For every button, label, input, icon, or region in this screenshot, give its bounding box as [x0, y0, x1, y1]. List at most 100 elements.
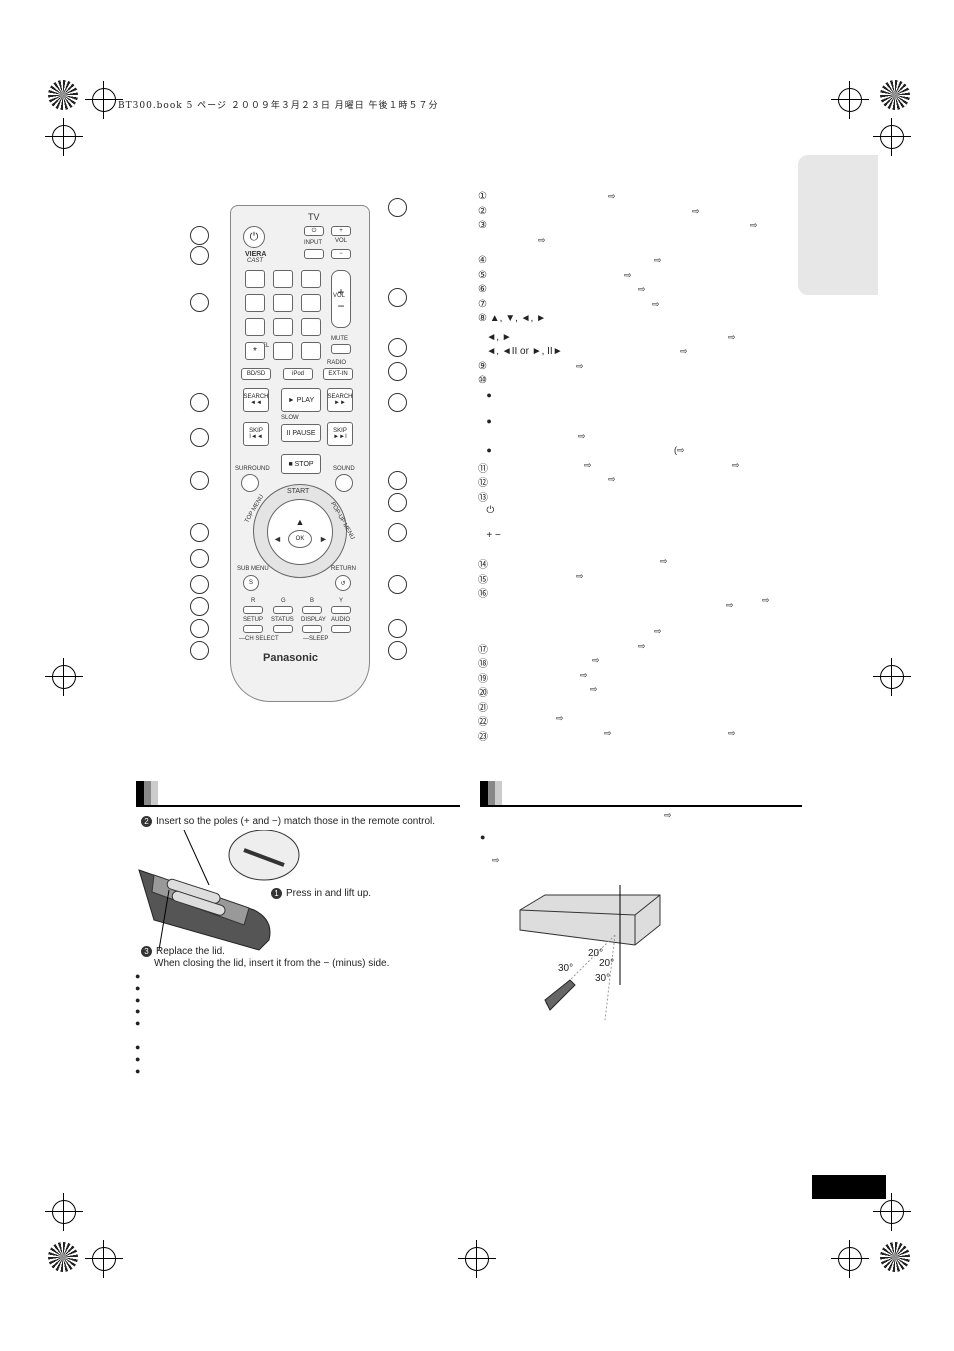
ext-in-button[interactable]: EXT-IN — [323, 368, 353, 380]
page-ref-arrow-icon: ⇨ — [728, 331, 736, 342]
pause-button[interactable]: II PAUSE — [281, 424, 321, 442]
list-item: ⑩ — [478, 375, 487, 386]
play-button[interactable]: ► PLAY — [281, 388, 321, 412]
side-tab — [798, 155, 878, 295]
sound-label: SOUND — [333, 466, 355, 472]
callout-circle — [388, 362, 407, 381]
crosshair-mark — [873, 658, 911, 696]
volume-rocker[interactable]: +− — [331, 270, 351, 328]
list-item: ⑪⇨⇨ — [478, 459, 740, 475]
b-label: B — [310, 598, 315, 604]
callout-circle — [388, 471, 407, 490]
button-reference-list: ①⇨ ②⇨ ③⇨ ⇨ ④⇨ ⑤⇨ ⑥⇨ ⑦⇨ ⑧ ▲, ▼, ◄, ► ◄, ►… — [478, 191, 798, 743]
tv-vol-down-button[interactable]: − — [331, 249, 351, 259]
callout-circle — [388, 619, 407, 638]
green-button[interactable] — [273, 606, 293, 614]
surround-label: SURROUND — [235, 466, 270, 472]
power-button[interactable]: ⏻ — [243, 226, 265, 248]
start-label: START — [287, 488, 310, 495]
number-button[interactable] — [273, 318, 293, 336]
list-item: ◄, ►⇨ — [486, 331, 736, 343]
list-item: ㉒⇨ — [478, 713, 564, 728]
audio-button[interactable] — [331, 625, 351, 633]
list-item: ⇨ — [478, 626, 798, 641]
callout-circle — [190, 619, 209, 638]
list-item: ⑱⇨ — [478, 655, 600, 670]
list-item: ②⇨ — [478, 205, 700, 217]
sleep-label: —SLEEP — [303, 636, 329, 642]
search-forward-button[interactable]: SEARCH►► — [327, 388, 353, 412]
page-number-box — [812, 1175, 886, 1199]
list-item: ● — [486, 416, 492, 426]
bd-sd-button[interactable]: BD/SD — [241, 368, 271, 380]
number-button[interactable] — [301, 342, 321, 360]
number-button[interactable] — [301, 270, 321, 288]
surround-button[interactable] — [241, 474, 259, 492]
ipod-button[interactable]: iPod — [283, 368, 313, 380]
viera-cast-label: CAST — [247, 258, 264, 264]
page-ref-arrow-icon: ⇨ — [762, 595, 770, 605]
page-ref-arrow-icon: ⇨ — [578, 430, 586, 441]
callout-circle — [388, 523, 407, 542]
crosshair-mark — [85, 1240, 123, 1278]
display-button[interactable] — [302, 625, 322, 633]
sub-menu-button[interactable]: S — [243, 575, 259, 591]
page-ref-arrow-icon: ⇨ — [492, 855, 500, 865]
page-ref-arrow-icon: ⇨ — [538, 234, 546, 245]
tv-label: TV — [308, 212, 320, 222]
callout-circle — [190, 226, 209, 245]
callout-circle — [388, 493, 407, 512]
status-button[interactable] — [273, 625, 293, 633]
stop-button[interactable]: ■ STOP — [281, 454, 321, 474]
operating-angle-illustration — [519, 885, 661, 1021]
list-item: ⇨ — [478, 600, 798, 615]
callout-circle — [388, 641, 407, 660]
yellow-button[interactable] — [331, 606, 351, 614]
number-button[interactable] — [245, 318, 265, 336]
number-button[interactable] — [273, 270, 293, 288]
callout-circle — [190, 641, 209, 660]
crosshair-mark — [45, 1193, 83, 1231]
list-item: ①⇨ — [478, 191, 616, 202]
tv-vol-label: VOL — [335, 238, 348, 244]
page-ref-arrow-icon: ⇨ — [732, 459, 740, 470]
mute-button[interactable] — [331, 344, 351, 354]
number-button[interactable] — [301, 294, 321, 312]
ok-button[interactable]: OK — [288, 530, 312, 548]
return-button[interactable]: ↺ — [335, 575, 351, 591]
red-button[interactable] — [243, 606, 263, 614]
input-button[interactable] — [304, 249, 324, 259]
tv-power-button[interactable]: ⏻ — [304, 226, 324, 236]
audio-label: AUDIO — [331, 617, 351, 623]
page-ref-arrow-icon: ⇨ — [664, 810, 672, 820]
number-button[interactable] — [245, 270, 265, 288]
registration-ring-top-right — [880, 80, 910, 110]
callout-circle — [190, 523, 209, 542]
page-ref-arrow-icon: ⇨ — [692, 205, 700, 216]
list-item: ⑲⇨ — [478, 669, 588, 685]
page-ref-arrow-icon: ⇨ — [728, 727, 736, 738]
number-button[interactable] — [273, 342, 293, 360]
crosshair-mark — [873, 118, 911, 156]
list-item: ● — [486, 389, 492, 400]
list-item: ⑬ — [478, 492, 488, 504]
r-label: R — [251, 598, 256, 604]
search-back-button[interactable]: SEARCH◄◄ — [243, 388, 269, 412]
number-button[interactable] — [301, 318, 321, 336]
number-button[interactable] — [273, 294, 293, 312]
cancel-button[interactable]: * — [245, 342, 265, 360]
skip-forward-button[interactable]: SKIP►►I — [327, 422, 353, 446]
page-ref-arrow-icon: ⇨ — [624, 269, 632, 280]
angle-label-30-left: 30° — [558, 963, 574, 974]
page-ref-arrow-icon: ⇨ — [654, 626, 662, 636]
setup-button[interactable] — [243, 625, 263, 633]
list-item: ⑯⇨ — [478, 589, 770, 605]
sound-button[interactable] — [335, 474, 353, 492]
tv-vol-up-button[interactable]: + — [331, 226, 351, 236]
number-button[interactable] — [245, 294, 265, 312]
callout-circle — [190, 597, 209, 616]
blue-button[interactable] — [302, 606, 322, 614]
angle-label-20-lower: 20° — [599, 958, 615, 969]
